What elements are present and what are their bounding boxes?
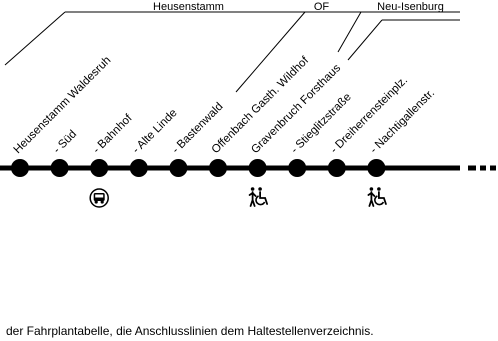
stop-dot[interactable] — [209, 159, 227, 177]
zone-bracket: OF — [282, 1, 361, 13]
stops: Heusenstamm Waldesruh- Süd- Bahnhof- Alt… — [11, 54, 437, 177]
stop-icons — [89, 187, 387, 208]
bus-icon — [89, 188, 109, 208]
wheelchair-accessible-icon — [248, 187, 268, 207]
stop-label: - Bahnhof — [91, 112, 135, 156]
stop-dot[interactable] — [288, 159, 307, 177]
zone-brackets: Heusenstamm OF Neu-Isenburg — [4, 1, 460, 93]
zone-boundary-line — [235, 11, 306, 93]
stop-dot[interactable] — [11, 159, 29, 177]
stop-label: - Dreiherrensteinplz. — [328, 74, 410, 156]
zone-label: Neu-Isenburg — [377, 1, 444, 13]
zone-label: OF — [314, 1, 330, 13]
stop-dot[interactable] — [248, 159, 267, 177]
zone-boundary-line — [337, 11, 362, 53]
wheelchair-accessible-icon — [367, 187, 387, 207]
stop-dot[interactable] — [169, 159, 188, 177]
zone-boundary-line — [4, 11, 66, 66]
stop-dot[interactable] — [90, 159, 109, 177]
zone-bracket: Neu-Isenburg — [361, 1, 460, 13]
stop-dot[interactable] — [367, 159, 386, 177]
stop-label: - Süd — [51, 128, 79, 156]
stop-dot[interactable] — [129, 159, 148, 177]
zone-bracket: Heusenstamm — [95, 1, 282, 13]
stop-dot[interactable] — [327, 159, 346, 177]
zone-label: Heusenstamm — [153, 1, 224, 13]
footer-note: der Fahrplantabelle, die Anschlusslinien… — [6, 324, 374, 338]
zone-boundary-line — [347, 19, 383, 61]
stop-dot[interactable] — [50, 159, 69, 177]
stop[interactable]: Heusenstamm Waldesruh — [11, 54, 113, 177]
